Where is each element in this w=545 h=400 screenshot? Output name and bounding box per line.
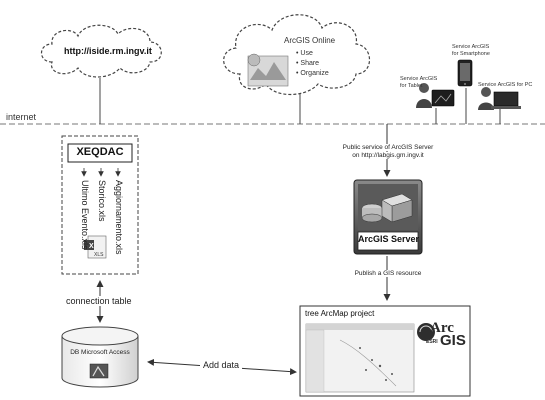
publish-label: Publish a GIS resource xyxy=(346,270,430,277)
arcgis-online-share: • Share xyxy=(296,60,320,67)
arcgis-server-box xyxy=(353,179,423,255)
tablet-label-line1: Service ArcGIS xyxy=(400,76,438,82)
connection-table-label: connection table xyxy=(64,296,134,306)
logo-arc-text: Arc xyxy=(430,320,454,336)
xeqdac-container xyxy=(61,135,139,275)
tablet-icon xyxy=(416,83,455,108)
logo-esri-text: ESRI xyxy=(426,339,438,345)
internet-label: internet xyxy=(6,112,37,122)
arcmap-title: tree ArcMap project xyxy=(305,309,375,318)
public-service-line1: Public service of ArcGIS Server xyxy=(330,144,446,151)
public-service-line2: on http://labgis.gm.ingv.it xyxy=(330,152,446,159)
smartphone-label-line2: for Smartphone xyxy=(452,51,490,57)
iside-url: http://iside.rm.ingv.it xyxy=(64,46,152,56)
tablet-label-line2: for Tablet xyxy=(400,83,423,89)
database-label: DB Microsoft Access xyxy=(70,349,130,356)
arcgis-online-title: ArcGIS Online xyxy=(284,36,336,45)
arcgis-online-use: • Use xyxy=(296,50,313,57)
file-ultimo-evento: Ultimo Evento.xls xyxy=(80,180,90,250)
arcgis-online-organize: • Organize xyxy=(296,70,329,77)
xeqdac-title-box xyxy=(67,143,133,163)
arcgis-logo xyxy=(417,323,435,341)
arcgis-online-map-icon xyxy=(247,53,289,87)
add-data-label: Add data xyxy=(200,360,243,370)
file-storico: Storico.xls xyxy=(97,180,107,222)
logo-gis-text: GIS xyxy=(440,332,466,349)
xls-badge: XLS xyxy=(94,252,104,258)
arcmap-screenshot xyxy=(305,323,415,393)
smartphone-label-line1: Service ArcGIS xyxy=(452,44,490,50)
pc-icon xyxy=(478,87,521,110)
excel-file-icon: X xyxy=(84,235,107,259)
xeqdac-title: XEQDAC xyxy=(76,146,124,158)
svg-text:X: X xyxy=(89,243,94,250)
file-aggiornamento: Aggiornamento.xls xyxy=(114,180,124,255)
pc-label: Service ArcGIS for PC xyxy=(478,82,533,88)
iside-cloud xyxy=(40,24,162,78)
arcgis-server-title: ArcGIS Server xyxy=(358,234,420,244)
server-graphic xyxy=(361,193,413,223)
smartphone-icon xyxy=(457,59,473,87)
database-icon xyxy=(61,326,139,388)
